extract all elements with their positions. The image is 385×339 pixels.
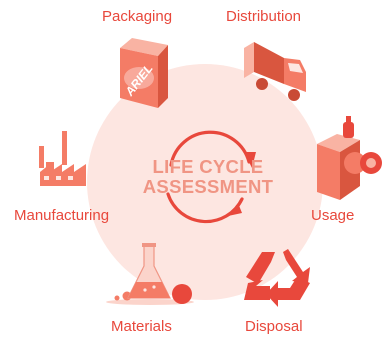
background-circle xyxy=(87,64,323,300)
stage-label-distribution: Distribution xyxy=(226,8,302,25)
recycle-icon xyxy=(244,249,310,307)
stage-label-manufacturing: Manufacturing xyxy=(14,207,110,224)
center-title-line-1: LIFE CYCLE xyxy=(152,156,264,177)
stage-label-materials: Materials xyxy=(111,318,172,335)
washing-machine-icon xyxy=(317,116,382,200)
cycle-arrowhead-top xyxy=(244,152,256,168)
cycle-arrowhead-bottom xyxy=(228,203,242,216)
factory-icon xyxy=(39,131,86,186)
stage-label-disposal: Disposal xyxy=(245,318,303,335)
lab-flask-icon xyxy=(106,243,194,305)
stage-label-usage: Usage xyxy=(311,207,355,224)
center-title-line-2: ASSESSMENT xyxy=(142,176,274,197)
truck-icon xyxy=(244,42,306,101)
stage-label-packaging: Packaging xyxy=(102,8,173,25)
detergent-box-icon xyxy=(120,38,168,108)
